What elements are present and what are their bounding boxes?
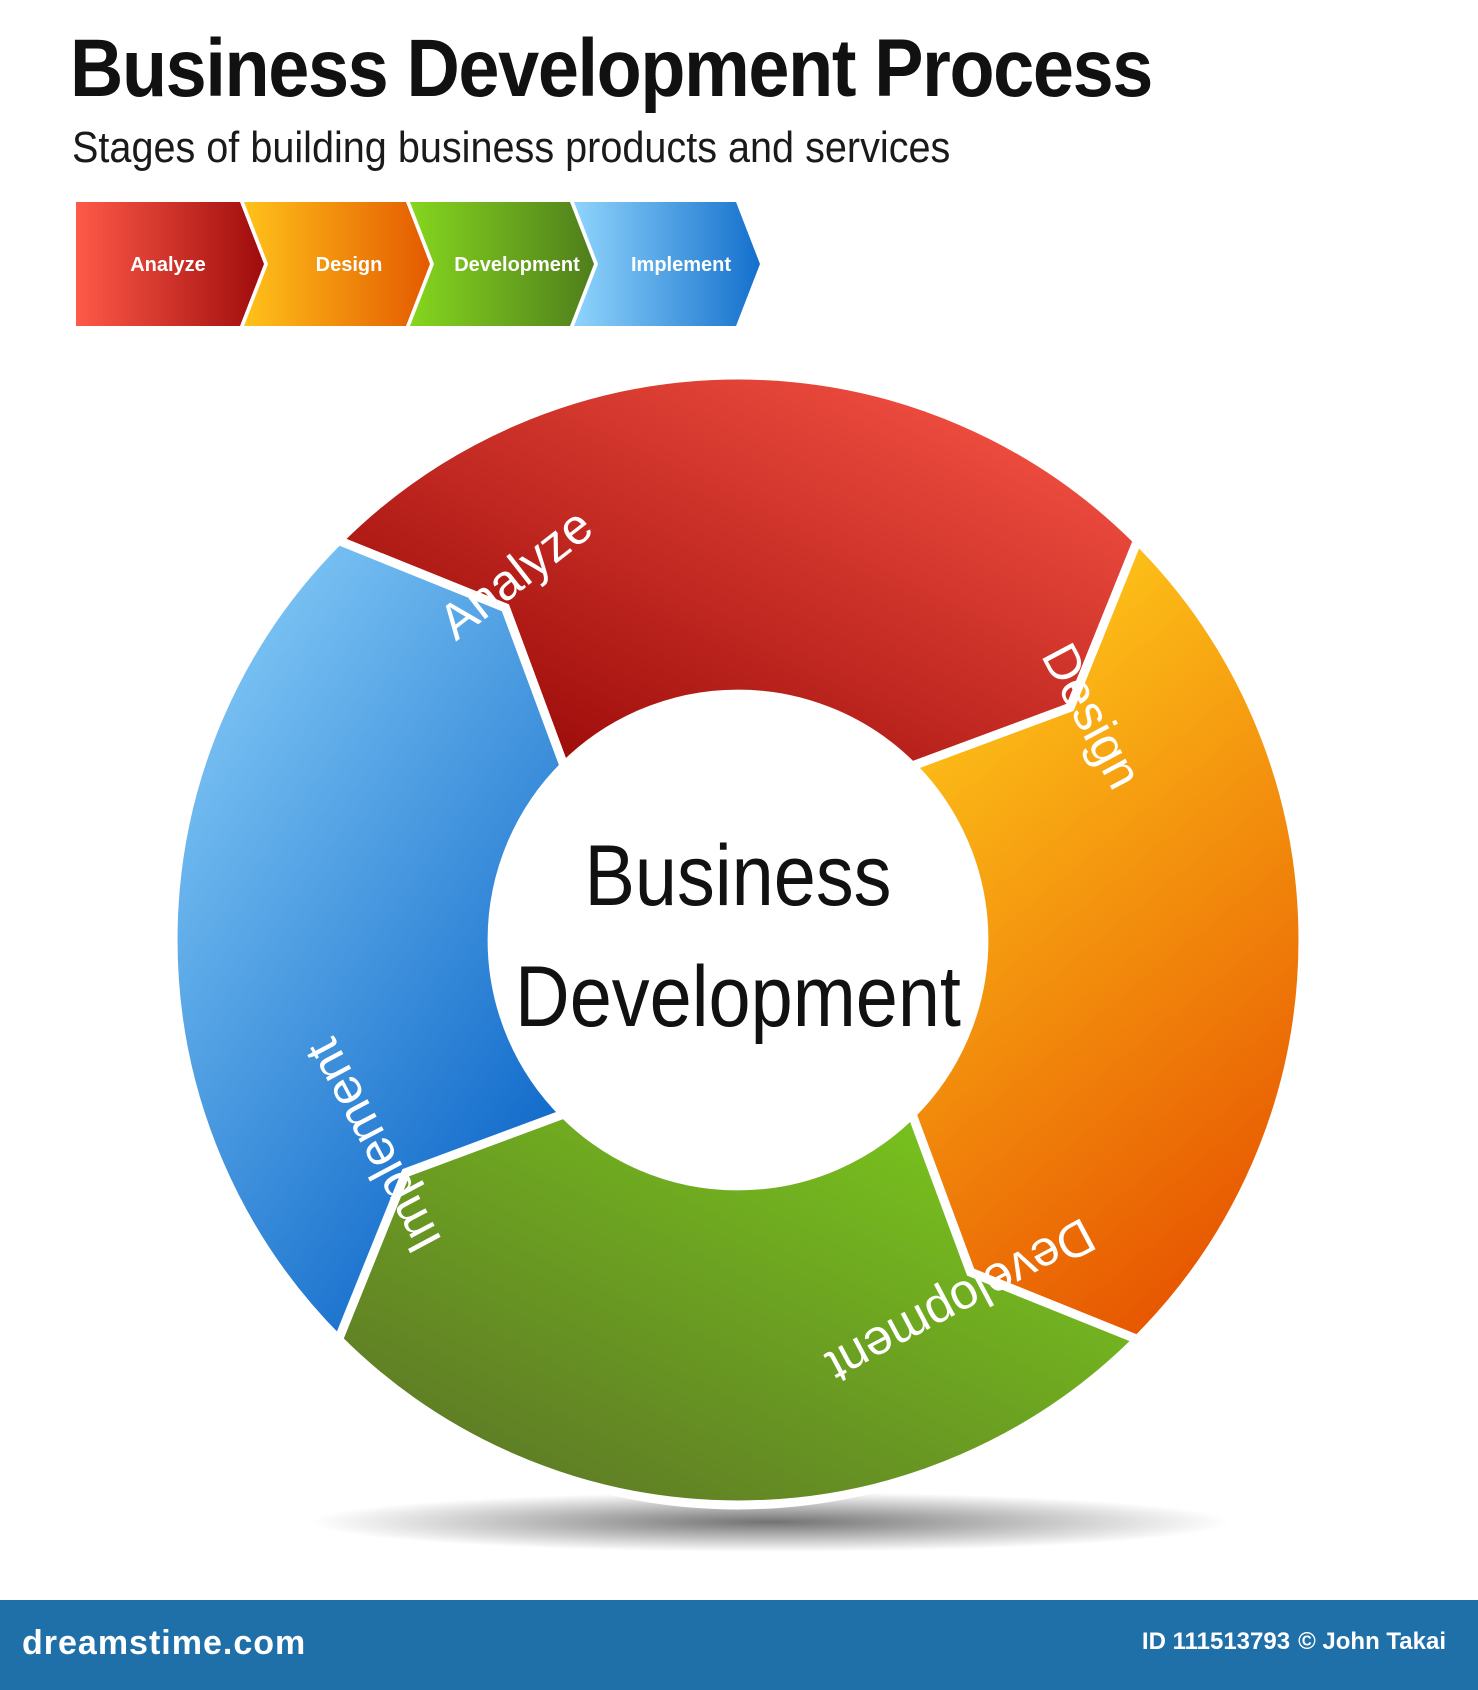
- wheel-shadow: [310, 1492, 1230, 1552]
- chevron-development: [410, 202, 594, 326]
- chevron-development-label: Development: [454, 254, 580, 276]
- center-label-line1: Business: [584, 829, 891, 925]
- footer-bar: dreamstime.com ID 111513793 © John Takai: [0, 1600, 1478, 1690]
- cycle-wheel: [168, 370, 1308, 1510]
- chevron-bar: Analyze Design Development Implement: [76, 202, 760, 326]
- footer-credit: ID 111513793 © John Takai: [1142, 1628, 1454, 1656]
- page-subtitle: Stages of building business products and…: [72, 123, 951, 172]
- center-hub: [492, 694, 984, 1186]
- center-label-line2: Development: [515, 950, 961, 1046]
- process-diagram: Analyze Design Development Implement Bus…: [76, 202, 1308, 1552]
- footer-brand: dreamstime.com: [22, 1624, 307, 1662]
- chevron-analyze: [76, 202, 264, 326]
- chevron-design-label: Design: [316, 254, 383, 276]
- page-title: Business Development Process: [70, 23, 1153, 114]
- footer-image-id: ID 111513793: [1141, 1628, 1291, 1655]
- chevron-analyze-label: Analyze: [130, 254, 206, 276]
- footer-author: © John Takai: [1298, 1628, 1446, 1655]
- chevron-design: [244, 202, 430, 326]
- chevron-implement: [574, 202, 760, 326]
- chevron-implement-label: Implement: [631, 254, 731, 276]
